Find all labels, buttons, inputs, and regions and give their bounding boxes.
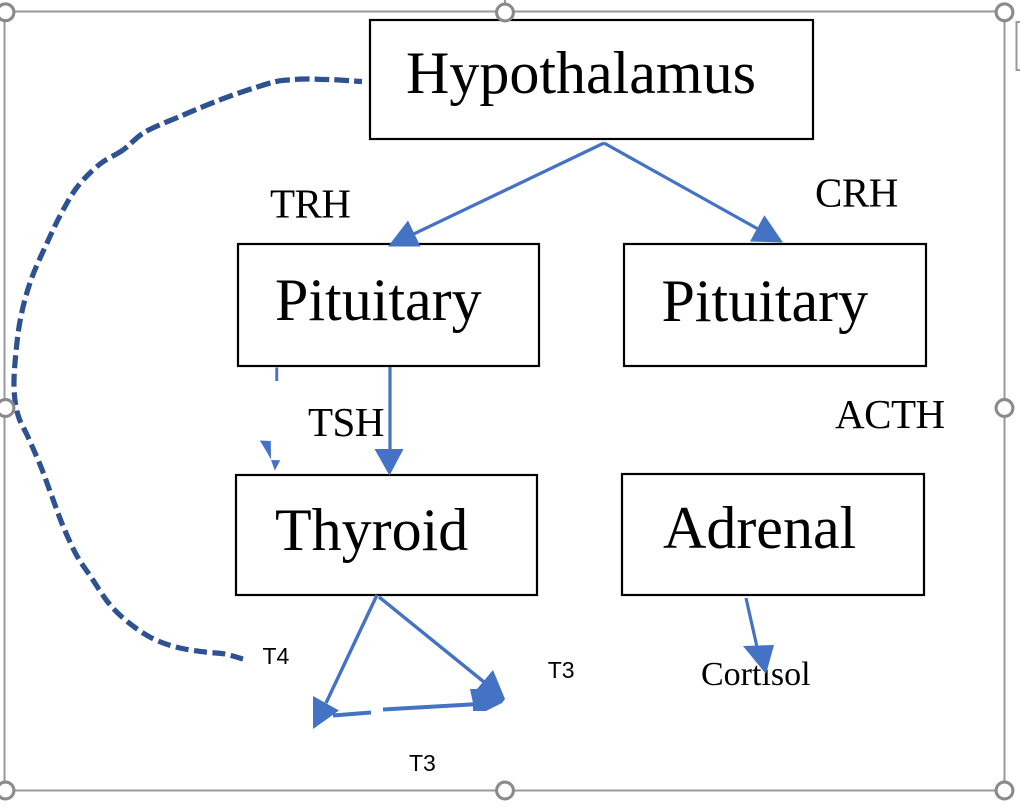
svg-text:Pituitary: Pituitary: [662, 268, 869, 334]
svg-text:Cortisol: Cortisol: [701, 656, 811, 693]
svg-text:T3: T3: [548, 657, 575, 683]
svg-text:Pituitary: Pituitary: [275, 267, 482, 333]
svg-text:T3: T3: [409, 750, 436, 776]
svg-text:TRH: TRH: [270, 181, 351, 227]
svg-text:Thyroid: Thyroid: [275, 497, 468, 563]
svg-text:CRH: CRH: [815, 170, 898, 216]
svg-text:ACTH: ACTH: [835, 391, 945, 437]
svg-text:Adrenal: Adrenal: [663, 495, 856, 561]
svg-text:Hypothalamus: Hypothalamus: [406, 40, 756, 106]
svg-text:TSH: TSH: [308, 399, 384, 445]
svg-text:T4: T4: [263, 643, 290, 669]
